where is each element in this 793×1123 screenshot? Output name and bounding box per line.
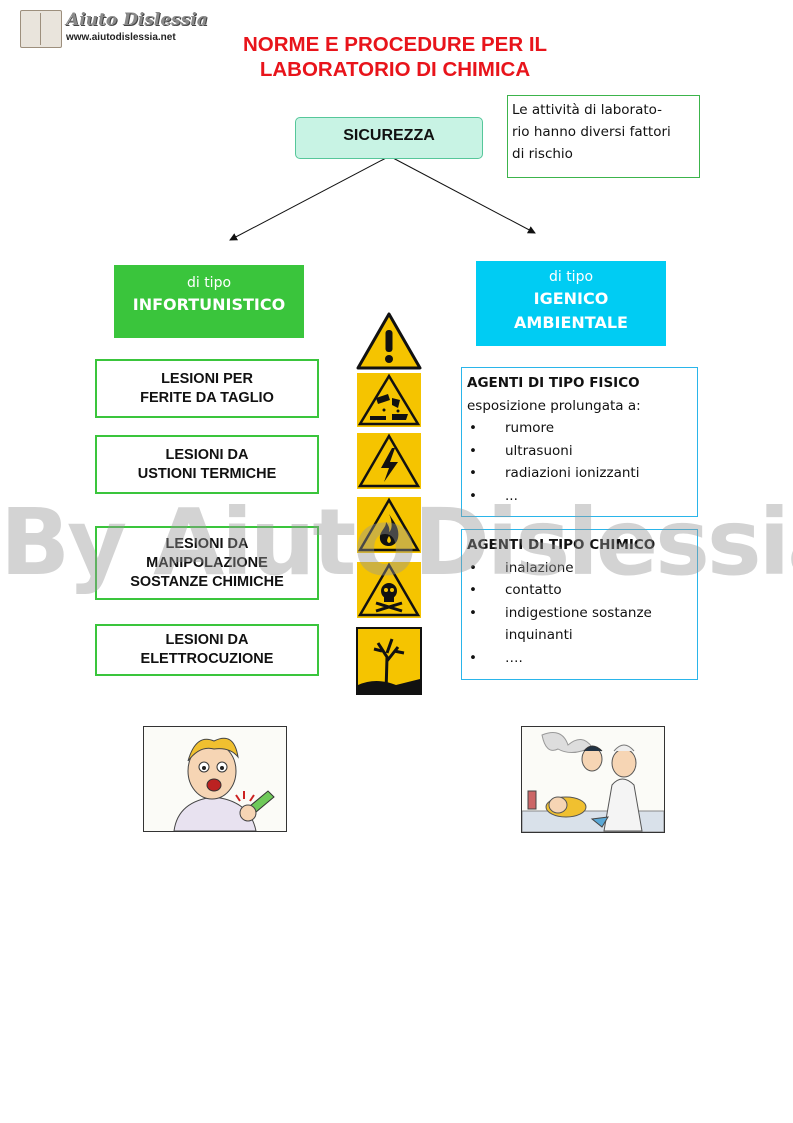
- list-item: radiazioni ionizzanti: [467, 462, 692, 485]
- list-item: ...: [467, 485, 692, 508]
- category-prefix: di tipo: [186, 275, 232, 291]
- list-item: rumore: [467, 417, 692, 440]
- chemical-agents-title: AGENTI DI TIPO CHIMICO: [467, 537, 656, 553]
- injury-line: FERITE DA TAGLIO: [140, 389, 274, 406]
- corrosive-sign-icon: [357, 373, 421, 427]
- list-item: inalazione: [467, 557, 692, 580]
- chemical-exposure-illustration: [521, 726, 665, 833]
- cut-injury-illustration: [143, 726, 287, 832]
- logo-url: www.aiutodislessia.net: [66, 32, 176, 43]
- title-line-1: NORME E PROCEDURE PER IL: [242, 33, 548, 56]
- category-name: INFORTUNISTICO: [132, 295, 286, 314]
- arrow-right: [392, 157, 536, 234]
- category-prefix: di tipo: [548, 269, 594, 285]
- list-item: indigestione sostanze: [467, 602, 692, 625]
- safety-node: SICUREZZA: [295, 117, 483, 159]
- injury-chemicals: LESIONI DA MANIPOLAZIONE SOSTANZE CHIMICHE: [95, 526, 319, 600]
- book-icon: [20, 10, 62, 48]
- page-title: NORME E PROCEDURE PER IL LABORATORIO DI …: [150, 32, 640, 82]
- note-line-3: di rischio: [512, 146, 573, 162]
- risk-note: Le attività di laborato- rio hanno diver…: [507, 95, 700, 178]
- arrow-left: [229, 157, 387, 241]
- warning-sign-icon: [356, 312, 422, 370]
- branch-arrows: [229, 157, 536, 241]
- category-name-line-1: IGENICO: [533, 289, 609, 308]
- environment-hazard-sign-icon: [356, 627, 422, 695]
- category-name-line-2: AMBIENTALE: [514, 313, 628, 332]
- note-line-2: rio hanno diversi fattori: [512, 124, 671, 140]
- site-logo: Aiuto Dislessia www.aiutodislessia.net: [20, 10, 208, 48]
- electric-sign-icon: [357, 433, 421, 489]
- injury-cuts: LESIONI PER FERITE DA TAGLIO: [95, 359, 319, 418]
- injury-line: SOSTANZE CHIMICHE: [130, 573, 284, 590]
- list-item: ….: [467, 647, 692, 670]
- injury-line: ELETTROCUZIONE: [140, 651, 274, 667]
- injury-line: LESIONI DA: [165, 446, 249, 463]
- category-igenico-ambientale: di tipo IGENICO AMBIENTALE: [476, 261, 666, 346]
- logo-title: Aiuto Dislessia: [66, 10, 208, 30]
- injury-burns: LESIONI DA USTIONI TERMICHE: [95, 435, 319, 494]
- injury-line: LESIONI DA: [165, 632, 249, 648]
- category-infortunistico: di tipo INFORTUNISTICO: [114, 265, 304, 338]
- injury-line: MANIPOLAZIONE: [146, 554, 268, 571]
- list-item-continuation: inquinanti: [505, 627, 573, 643]
- toxic-sign-icon: [357, 562, 421, 618]
- title-line-2: LABORATORIO DI CHIMICA: [259, 58, 531, 81]
- injury-line: LESIONI DA: [165, 535, 249, 552]
- note-line-1: Le attività di laborato-: [512, 102, 663, 118]
- physical-agents-title: AGENTI DI TIPO FISICO: [467, 375, 640, 391]
- list-item: ultrasuoni: [467, 440, 692, 463]
- flammable-sign-icon: [357, 497, 421, 553]
- chemical-agents-box: AGENTI DI TIPO CHIMICO inalazione contat…: [461, 529, 698, 680]
- list-item: contatto: [467, 579, 692, 602]
- injury-line: USTIONI TERMICHE: [137, 465, 277, 482]
- physical-agents-box: AGENTI DI TIPO FISICO esposizione prolun…: [461, 367, 698, 517]
- injury-line: LESIONI PER: [161, 370, 253, 387]
- physical-agents-intro: esposizione prolungata a:: [467, 397, 641, 414]
- injury-electrocution: LESIONI DA ELETTROCUZIONE: [95, 624, 319, 676]
